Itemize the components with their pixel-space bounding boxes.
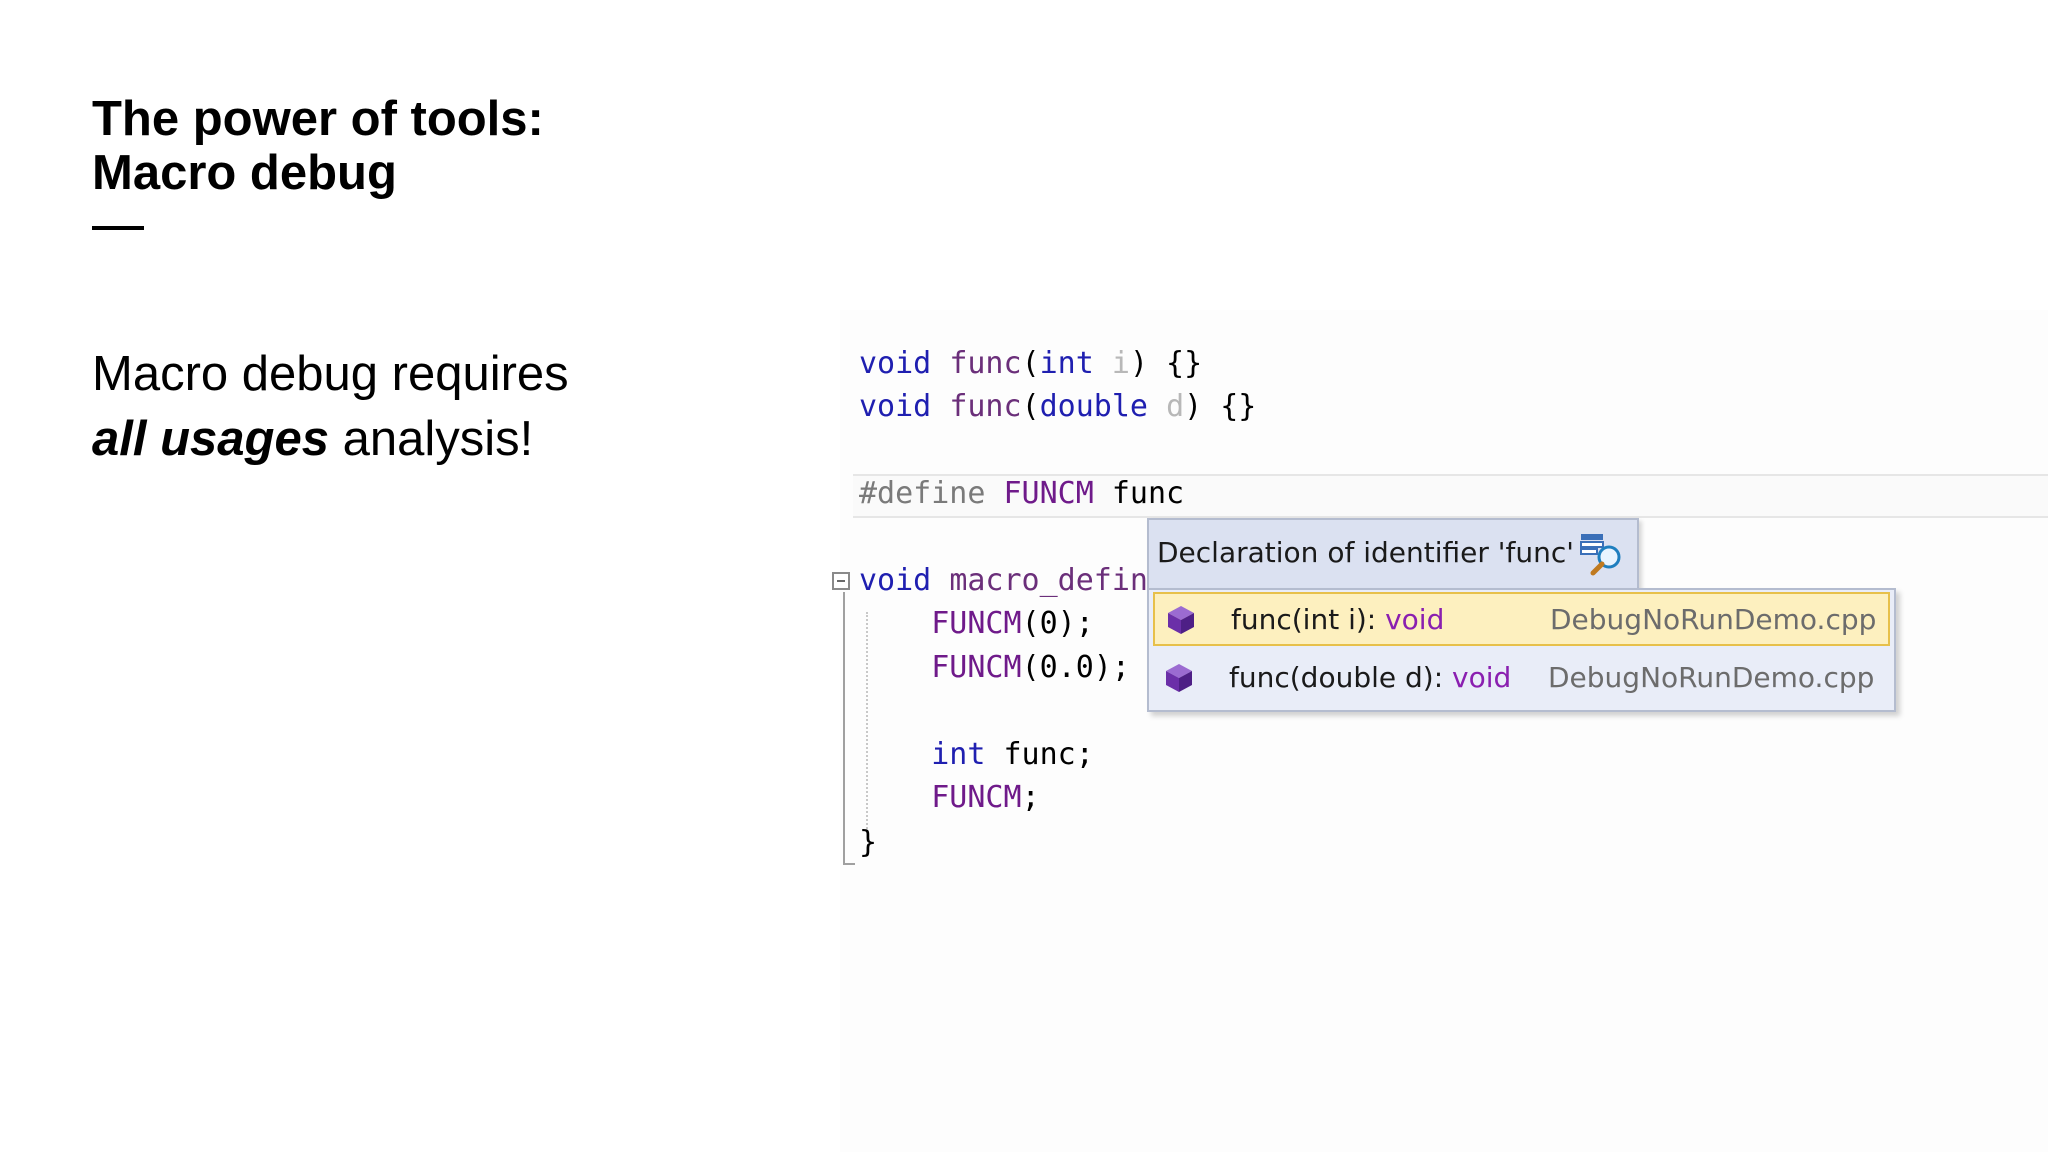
code-editor[interactable] xyxy=(840,310,2048,1152)
title-line-1: The power of tools: xyxy=(92,92,544,146)
code-line-function-header[interactable]: void macro_defin xyxy=(859,563,1148,598)
fold-region-end xyxy=(843,863,855,865)
find-symbol-icon[interactable] xyxy=(1579,530,1625,576)
tooltip-title: Declaration of identifier 'func' xyxy=(1157,536,1574,569)
fold-region-line xyxy=(843,592,845,865)
code-line-funcm[interactable]: FUNCM; xyxy=(931,780,1040,815)
body-line-2: all usages analysis! xyxy=(92,407,569,472)
declaration-return-type: void xyxy=(1452,661,1512,694)
method-cube-icon xyxy=(1166,664,1192,692)
declaration-signature: func(double d): xyxy=(1229,661,1453,694)
code-line-2[interactable]: void func(double d) {} xyxy=(859,389,1257,424)
indent-guide xyxy=(866,612,868,832)
title-line-2: Macro debug xyxy=(92,146,397,200)
declaration-file: DebugNoRunDemo.cpp xyxy=(1548,661,1875,694)
declaration-list[interactable]: func(int i): void DebugNoRunDemo.cpp fun… xyxy=(1147,588,1896,712)
body-rest: analysis! xyxy=(328,412,534,466)
declaration-tooltip-header: Declaration of identifier 'func' xyxy=(1147,518,1639,590)
current-line-highlight xyxy=(853,474,2048,518)
body-emphasis: all usages xyxy=(92,412,329,466)
code-line-close-brace[interactable]: } xyxy=(859,825,878,860)
code-line-define[interactable]: #define FUNCM func xyxy=(859,476,1185,511)
code-line-1[interactable]: void func(int i) {} xyxy=(859,346,1203,381)
code-line-int-func[interactable]: int func; xyxy=(931,737,1094,772)
body-line-1: Macro debug requires xyxy=(92,347,569,401)
declaration-file: DebugNoRunDemo.cpp xyxy=(1550,603,1877,636)
slide-body: Macro debug requires all usages analysis… xyxy=(92,342,569,472)
collapse-toggle-icon[interactable] xyxy=(832,572,850,590)
method-cube-icon xyxy=(1168,606,1194,634)
declaration-item-double[interactable]: func(double d): void DebugNoRunDemo.cpp xyxy=(1153,652,1890,706)
declaration-signature: func(int i): xyxy=(1231,603,1386,636)
slide-title: The power of tools: Macro debug xyxy=(92,92,544,200)
title-underline-dash xyxy=(92,226,144,230)
code-line-funcm-0-0[interactable]: FUNCM(0.0); xyxy=(931,650,1130,685)
code-line-funcm-0[interactable]: FUNCM(0); xyxy=(931,606,1094,641)
declaration-return-type: void xyxy=(1385,603,1445,636)
declaration-item-int[interactable]: func(int i): void DebugNoRunDemo.cpp xyxy=(1153,592,1890,646)
